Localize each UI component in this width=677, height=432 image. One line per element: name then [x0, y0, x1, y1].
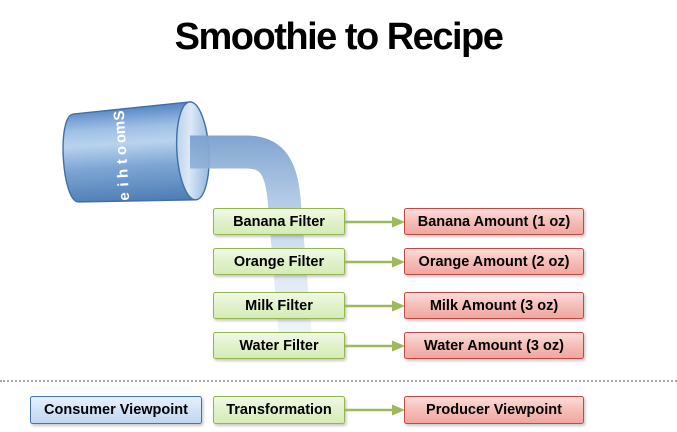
smoothie-stream	[190, 135, 314, 358]
legend-producer-viewpoint: Producer Viewpoint	[404, 396, 584, 424]
legend-transformation: Transformation	[213, 396, 345, 424]
filter-box-milk: Milk Filter	[213, 292, 345, 319]
filter-box-banana: Banana Filter	[213, 208, 345, 235]
arrow-right-icon	[344, 339, 406, 353]
amount-box-orange: Orange Amount (2 oz)	[404, 248, 584, 275]
smoothie-pitcher	[62, 101, 314, 358]
pitcher-body	[62, 101, 210, 203]
amount-box-water: Water Amount (3 oz)	[404, 332, 584, 359]
arrow-right-icon	[344, 255, 406, 269]
filter-box-water: Water Filter	[213, 332, 345, 359]
amount-box-milk: Milk Amount (3 oz)	[404, 292, 584, 319]
arrow-right-icon	[344, 215, 406, 229]
dotted-separator	[0, 380, 677, 382]
slide-title: Smoothie to Recipe	[174, 16, 504, 58]
filter-box-orange: Orange Filter	[213, 248, 345, 275]
legend-consumer-viewpoint: Consumer Viewpoint	[30, 396, 202, 424]
amount-box-banana: Banana Amount (1 oz)	[404, 208, 584, 235]
arrow-right-icon	[344, 403, 406, 417]
arrow-right-icon	[344, 299, 406, 313]
